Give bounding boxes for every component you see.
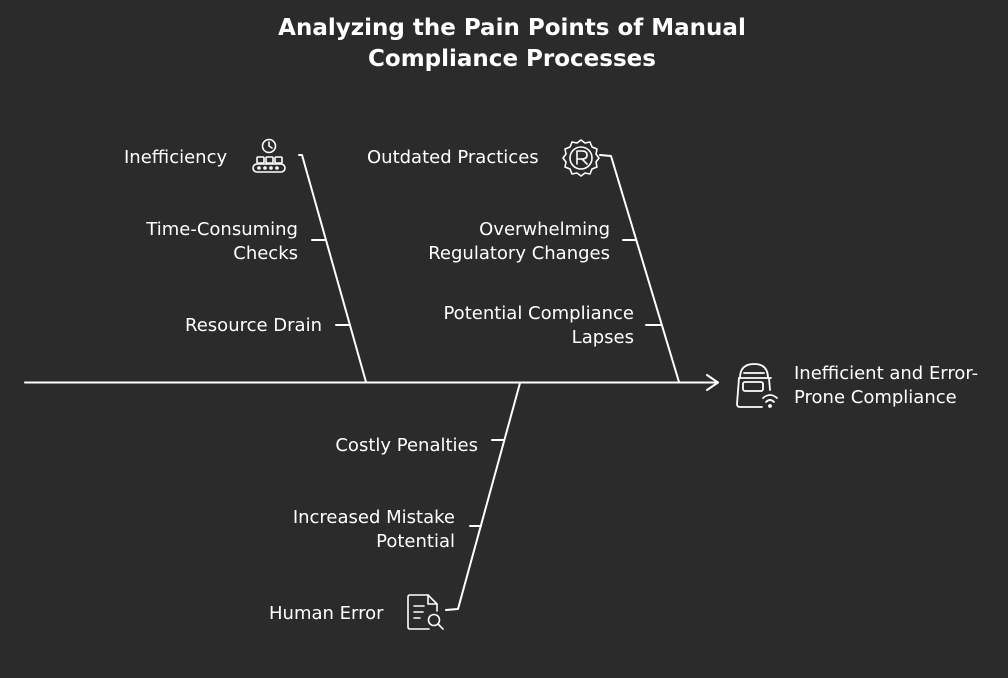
bone-human-error [445,382,521,611]
title-line-1: Analyzing the Pain Points of Manual [278,15,746,41]
effect-line-1: Inefficient and Error- [794,363,979,384]
effect-line-2: Prone Compliance [794,387,957,408]
cause-overwhelming-regulatory-changes: Overwhelming Regulatory Changes [428,218,610,266]
cause-costly-penalties: Costly Penalties [335,435,478,456]
cause-time-consuming-checks: Time-Consuming Checks [146,218,298,266]
cause-mistake-line-1: Increased Mistake [292,507,455,528]
cause-mistake-line-2: Potential [376,531,455,552]
bone-inefficiency [298,154,367,383]
document-search-icon [407,594,444,630]
cause-regulatory-line-1: Overwhelming [479,219,610,240]
cause-resource-drain: Resource Drain [185,315,322,336]
category-human-error: Human Error [269,603,384,624]
spine-arrowhead [706,374,719,391]
category-inefficiency: Inefficiency [124,147,228,168]
cause-time-consuming-line-2: Checks [233,243,298,264]
cause-increased-mistake-potential: Increased Mistake Potential [293,506,455,554]
cause-time-consuming-line-1: Time-Consuming [146,219,298,240]
cause-regulatory-line-2: Regulatory Changes [428,243,610,264]
spine-line [24,381,717,384]
registered-seal-icon [562,139,600,177]
conveyor-clock-icon [252,138,286,173]
effect-label: Inefficient and Error- Prone Compliance [794,362,1008,410]
cause-lapses-line-2: Lapses [571,327,634,348]
category-outdated-practices: Outdated Practices [367,147,539,168]
bone-outdated [599,154,680,383]
cause-potential-compliance-lapses: Potential Compliance Lapses [443,302,634,350]
compliance-lock-icon [736,363,778,408]
title-line-2: Compliance Processes [368,46,656,72]
cause-lapses-line-1: Potential Compliance [443,303,634,324]
diagram-title: Analyzing the Pain Points of Manual Comp… [0,13,1008,75]
